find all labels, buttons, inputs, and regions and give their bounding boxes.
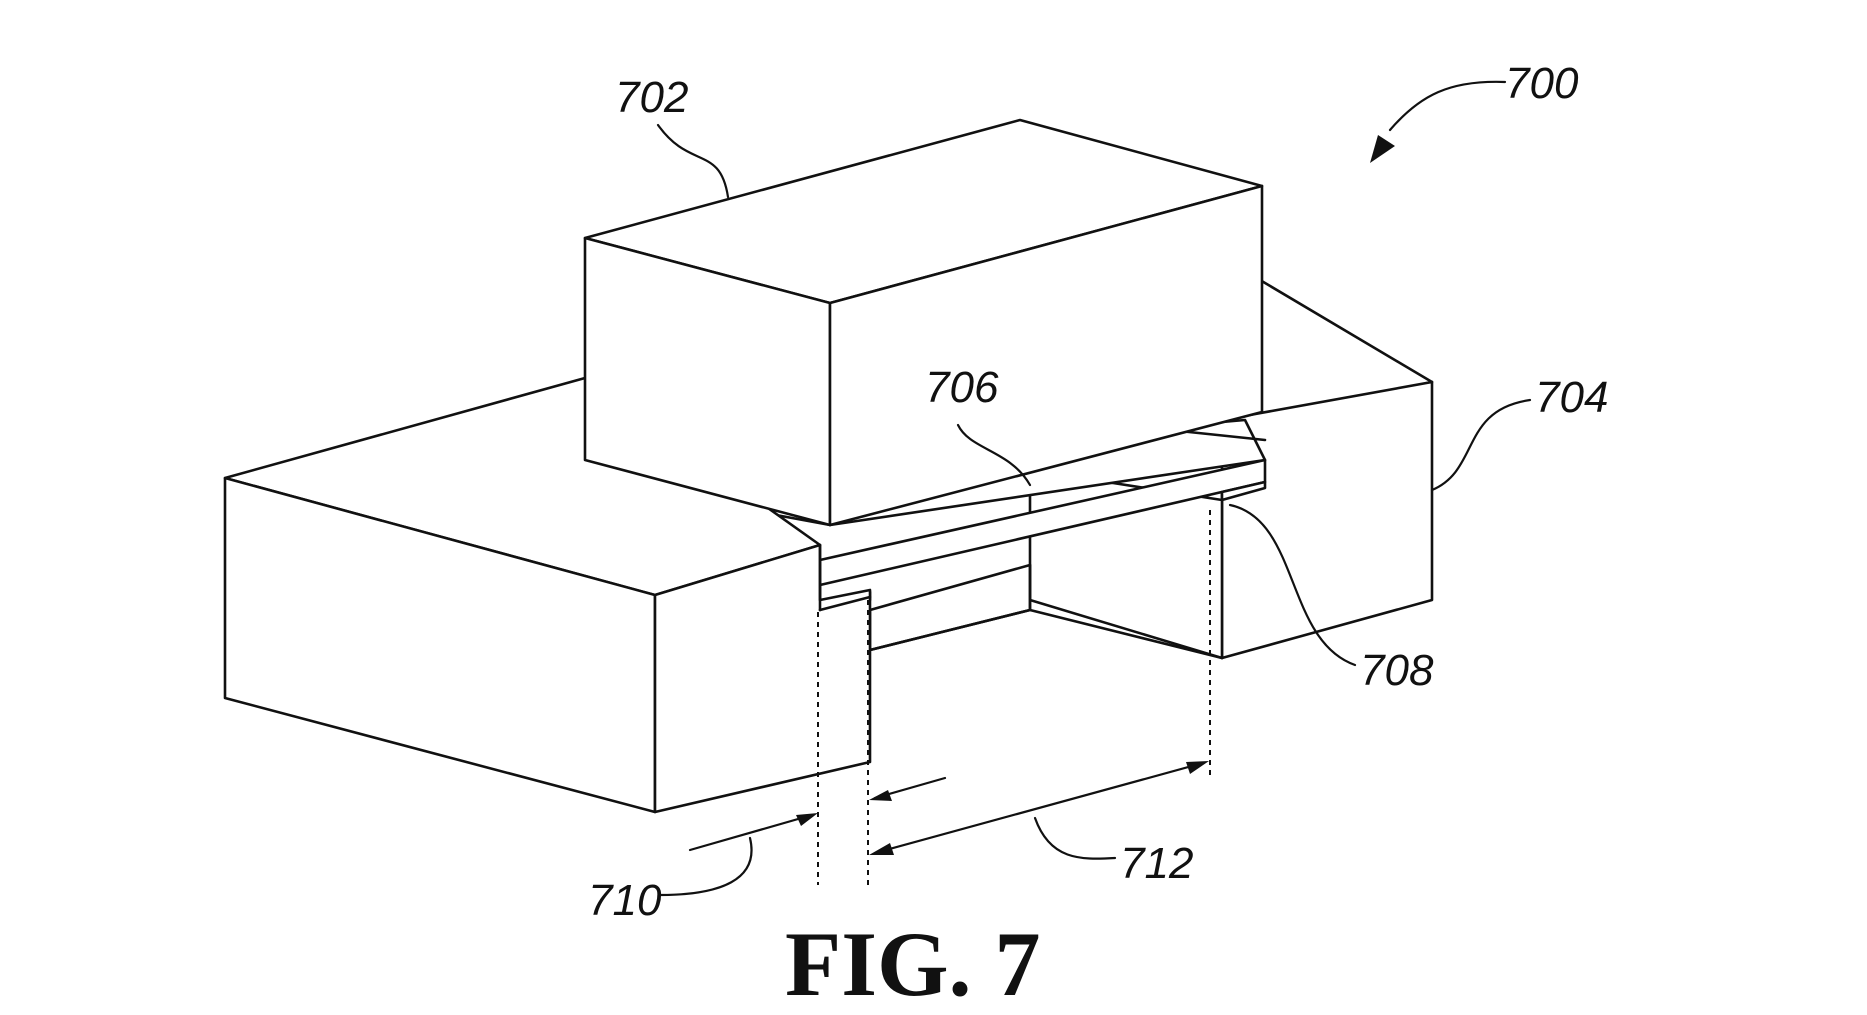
arrowhead-710-left bbox=[796, 813, 818, 826]
leader-704 bbox=[1430, 398, 1532, 492]
arrowhead-710-right bbox=[869, 790, 892, 801]
leader-lines bbox=[656, 80, 1532, 897]
base-left-portion bbox=[223, 376, 872, 814]
arrowhead-712-left bbox=[869, 843, 894, 855]
arrow-712 bbox=[873, 761, 1205, 855]
figure-caption: FIG. 7 bbox=[785, 913, 1041, 1015]
label-700: 700 bbox=[1505, 59, 1579, 108]
label-710: 710 bbox=[588, 876, 662, 925]
label-704: 704 bbox=[1535, 373, 1608, 422]
leader-700 bbox=[1388, 80, 1507, 132]
arrowhead-712-right bbox=[1186, 761, 1209, 774]
base-left-front-face bbox=[653, 543, 872, 814]
upper-block-front-face bbox=[828, 184, 1264, 527]
label-702: 702 bbox=[615, 73, 688, 122]
leader-706 bbox=[956, 423, 1032, 487]
leader-702 bbox=[656, 123, 730, 199]
upper-block bbox=[583, 118, 1264, 527]
leader-710 bbox=[658, 836, 753, 897]
base-right-front-face bbox=[1220, 380, 1434, 660]
dimension-lines bbox=[688, 510, 1211, 885]
leader-708 bbox=[1228, 503, 1357, 667]
channel-back-wall bbox=[868, 563, 1032, 652]
label-706: 706 bbox=[925, 363, 999, 412]
ledge-708 bbox=[1220, 480, 1267, 502]
label-708: 708 bbox=[1360, 646, 1434, 695]
leader-712 bbox=[1033, 816, 1117, 860]
label-712: 712 bbox=[1120, 839, 1193, 888]
arrowhead-700 bbox=[1370, 135, 1395, 163]
channel-region bbox=[868, 563, 1224, 660]
arrow-710-left bbox=[688, 813, 814, 852]
base-left-notch-floor bbox=[818, 595, 872, 612]
